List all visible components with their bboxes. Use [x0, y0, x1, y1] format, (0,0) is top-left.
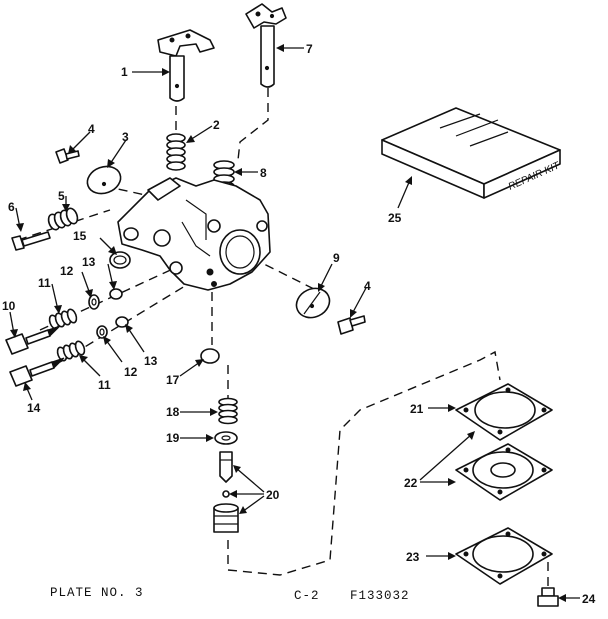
- part-12-washer-upper: [88, 294, 100, 310]
- part-9-choke-plate: [295, 287, 331, 319]
- assembly-dash-lines: [17, 88, 549, 588]
- part-2-spring: [166, 133, 186, 171]
- part-11-spring-upper: [48, 308, 78, 330]
- callout-24: 24: [582, 592, 596, 606]
- callout-8: 8: [260, 166, 267, 180]
- callout-9: 9: [333, 251, 340, 265]
- part-3-throttle-plate: [86, 165, 122, 195]
- part-25-repair-kit: REPAIR KIT: [381, 107, 562, 199]
- callout-17: 17: [166, 373, 180, 387]
- part-17-cup-plug: [200, 348, 220, 364]
- callout-11-upper: 11: [38, 276, 51, 290]
- part-22-diaphragm: [455, 443, 553, 501]
- callout-14: 14: [27, 401, 41, 415]
- callout-13-upper: 13: [82, 255, 96, 269]
- callout-4-upper: 4: [88, 122, 95, 136]
- callout-3: 3: [122, 130, 129, 144]
- callout-1: 1: [121, 65, 128, 79]
- callout-12-lower: 12: [124, 365, 138, 379]
- footer: PLATE NO. 3 C-2 F133032: [50, 586, 410, 603]
- part-1-throttle-shaft: [157, 29, 215, 102]
- callout-22: 22: [404, 476, 418, 490]
- part-7-choke-shaft: [245, 3, 287, 88]
- part-14-mixture-needle: [9, 357, 65, 387]
- part-24-cover-screw: [537, 587, 559, 607]
- part-4-screw-upper: [55, 148, 80, 164]
- part-21-gasket: [455, 383, 553, 441]
- part-4-screw-lower: [337, 315, 366, 335]
- plate-number: PLATE NO. 3: [50, 586, 144, 600]
- callout-12-upper: 12: [60, 264, 74, 278]
- part-13-o-ring-upper: [109, 288, 123, 300]
- callout-7: 7: [306, 42, 313, 56]
- callout-19: 19: [166, 431, 180, 445]
- callout-15: 15: [73, 229, 87, 243]
- callout-6: 6: [8, 200, 15, 214]
- callout-18: 18: [166, 405, 180, 419]
- part-13-o-ring-lower: [115, 316, 129, 328]
- callout-5: 5: [58, 189, 65, 203]
- part-20-needle-and-seat: [213, 451, 239, 533]
- part-19-gasket: [214, 431, 238, 445]
- callout-11-lower: 11: [98, 378, 111, 392]
- callout-23: 23: [406, 550, 420, 564]
- callout-13-lower: 13: [144, 354, 158, 368]
- callout-4-lower: 4: [364, 279, 371, 293]
- callout-numbers: 1 2 3 4 4 5 6 7 8 9 10 11 11 12 12 13 13…: [2, 42, 596, 606]
- part-6-idle-screw: [11, 231, 51, 251]
- callout-21: 21: [410, 402, 424, 416]
- section-code: C-2: [294, 589, 320, 603]
- callout-25: 25: [388, 211, 402, 225]
- part-15-welch-plug: [109, 251, 131, 269]
- callout-2: 2: [213, 118, 220, 132]
- part-5-spring: [47, 207, 79, 231]
- part-11-spring-lower: [56, 340, 86, 362]
- part-10-mixture-needle: [5, 325, 61, 355]
- part-18-spring: [218, 397, 238, 425]
- part-number: F133032: [350, 589, 410, 603]
- carburetor-body: [117, 177, 271, 291]
- leader-lines: [9, 44, 580, 602]
- callout-20: 20: [266, 488, 280, 502]
- part-23-cover: [455, 527, 553, 585]
- part-12-washer-lower: [96, 325, 108, 339]
- callout-10: 10: [2, 299, 16, 313]
